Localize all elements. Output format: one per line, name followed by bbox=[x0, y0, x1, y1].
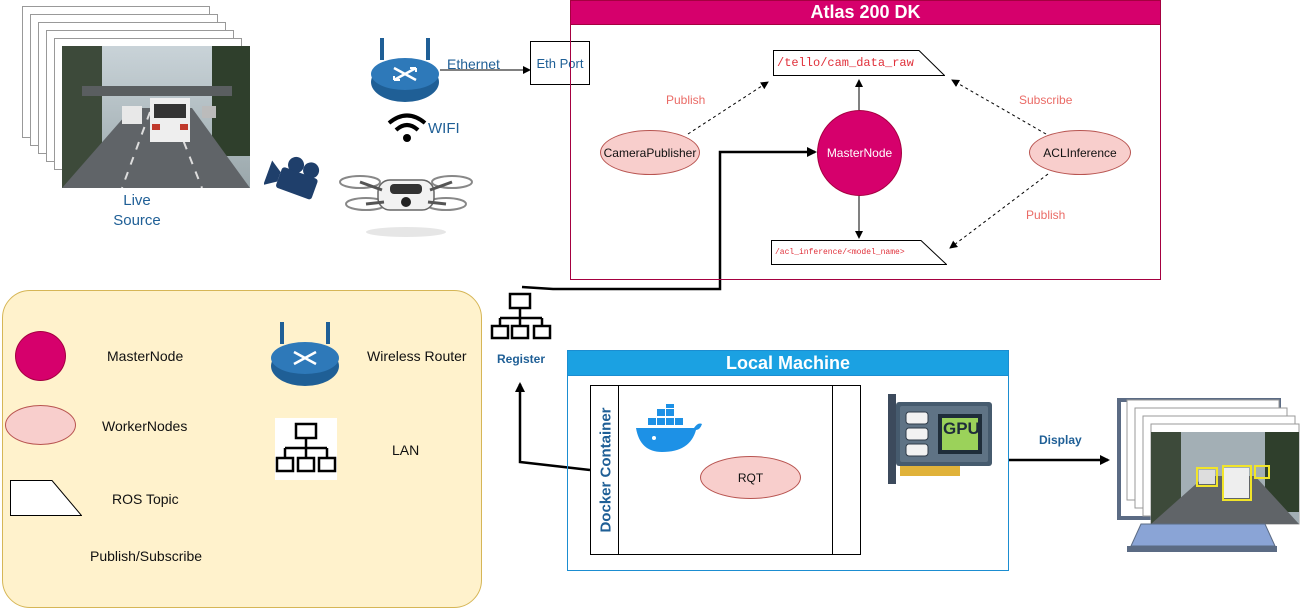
legend-ros-topic-label: ROS Topic bbox=[112, 491, 179, 507]
rqt-node: RQT bbox=[700, 456, 801, 499]
atlas-header: Atlas 200 DK bbox=[571, 1, 1160, 25]
legend-wireless-router-label: Wireless Router bbox=[367, 348, 467, 364]
camera-publisher-label: CameraPublisher bbox=[603, 145, 697, 160]
subscribe-label: Subscribe bbox=[1019, 93, 1073, 107]
video-camera-icon bbox=[264, 156, 320, 200]
ethernet-label: Ethernet bbox=[447, 56, 500, 72]
atlas-title: Atlas 200 DK bbox=[810, 2, 921, 22]
acl-inference-node: ACLInference bbox=[1029, 130, 1131, 175]
eth-port-box: Eth Port bbox=[530, 41, 590, 85]
legend-master-node-label: MasterNode bbox=[107, 348, 184, 364]
legend-worker-nodes-label: WorkerNodes bbox=[102, 418, 188, 434]
display-monitor-icon bbox=[1117, 398, 1300, 552]
topic-acl-inference: /acl_inference/<model_name> bbox=[771, 240, 947, 265]
topic-acl-inference-label: /acl_inference/<model_name> bbox=[775, 248, 905, 257]
legend-wireless-router-icon bbox=[271, 322, 339, 386]
publish-arrow-right bbox=[949, 173, 1049, 249]
master-node-label: MasterNode bbox=[826, 146, 893, 160]
wifi-label: WIFI bbox=[428, 120, 460, 137]
legend-panel bbox=[2, 290, 482, 608]
acl-inference-label: ACLInference bbox=[1043, 145, 1117, 160]
docker-to-register-connector bbox=[515, 382, 591, 472]
atlas-200-dk-container: Atlas 200 DK bbox=[570, 0, 1161, 280]
legend-lan-icon bbox=[275, 422, 337, 473]
display-label: Display bbox=[1039, 433, 1082, 447]
wireless-router-icon bbox=[371, 38, 439, 102]
register-label: Register bbox=[497, 352, 546, 366]
topic-cam-data-raw-label: /tello/cam_data_raw bbox=[777, 56, 914, 70]
local-machine-title: Local Machine bbox=[725, 352, 851, 373]
legend-master-node-swatch bbox=[15, 331, 66, 381]
register-to-master-connector bbox=[521, 147, 817, 291]
wifi-icon bbox=[387, 113, 427, 142]
local-machine-header: Local Machine bbox=[568, 351, 1008, 376]
legend-worker-nodes-swatch bbox=[5, 405, 76, 445]
eth-port-label: Eth Port bbox=[536, 55, 584, 71]
live-source-label-line1: Live bbox=[123, 192, 151, 209]
docker-whale-icon bbox=[636, 404, 702, 452]
legend-lan-label: LAN bbox=[392, 442, 420, 458]
publish-label-left: Publish bbox=[666, 93, 706, 107]
legend-lan-swatch bbox=[275, 418, 337, 480]
rqt-label: RQT bbox=[737, 470, 764, 485]
docker-container-label: Docker Container bbox=[597, 407, 615, 533]
lan-register-icon bbox=[490, 292, 552, 340]
publish-label-right: Publish bbox=[1026, 208, 1066, 222]
legend-publish-subscribe-label: Publish/Subscribe bbox=[90, 548, 203, 564]
subscribe-arrow bbox=[951, 79, 1047, 135]
master-node: MasterNode bbox=[817, 110, 902, 196]
local-machine-container: Local Machine bbox=[567, 350, 1009, 571]
gpu-label: GPU bbox=[943, 419, 980, 438]
gpu-icon bbox=[888, 394, 992, 484]
docker-container-box bbox=[590, 385, 861, 555]
topic-cam-data-raw: /tello/cam_data_raw bbox=[773, 50, 945, 76]
legend-ros-topic-swatch bbox=[10, 480, 82, 516]
camera-publisher-node: CameraPublisher bbox=[600, 130, 700, 175]
drone-icon bbox=[339, 175, 473, 237]
live-source-label-line2: Source bbox=[113, 212, 161, 229]
publish-arrow-left bbox=[687, 81, 769, 135]
road-photo bbox=[62, 46, 250, 188]
